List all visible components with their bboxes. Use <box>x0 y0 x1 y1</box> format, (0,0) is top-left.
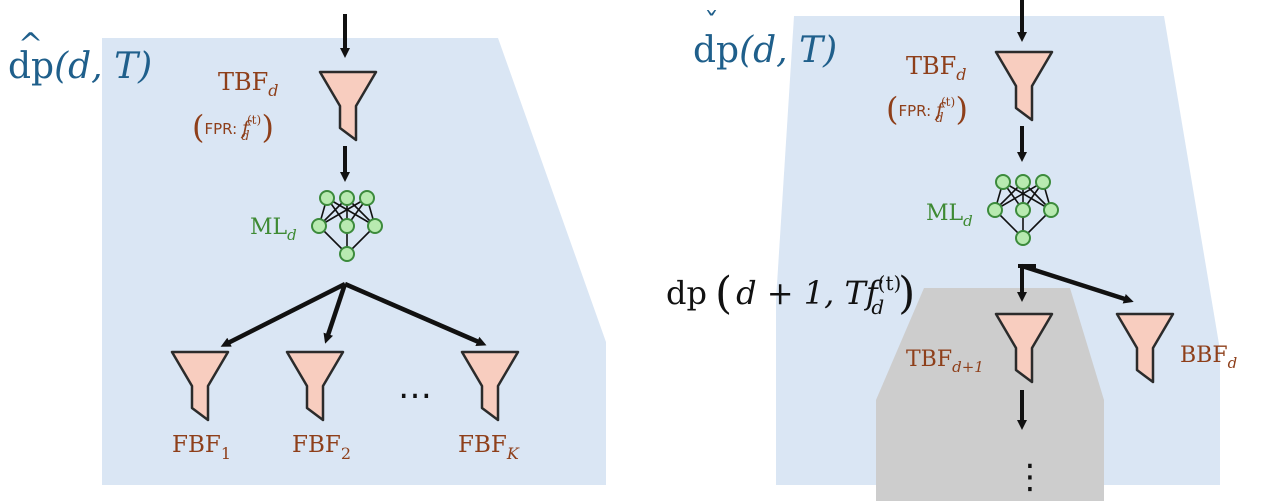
ml-to-fbfk-arrow <box>344 281 487 346</box>
fbfk-label: FBFK <box>458 432 520 463</box>
ellipsis-right: ⋮ <box>1013 457 1047 497</box>
tbf-label-right: TBFd <box>906 52 967 84</box>
bbf-label: BBFd <box>1180 343 1237 372</box>
right-panel <box>776 16 1220 485</box>
title-right-accent: ˇ <box>704 7 719 42</box>
ml-label-right: MLd <box>926 201 973 230</box>
ellipsis-left: … <box>398 367 432 407</box>
ml-to-fbf1-arrow <box>220 281 347 347</box>
gray-subpanel <box>876 288 1104 501</box>
ml-to-fbf2-arrow <box>323 283 348 344</box>
dp-next-label: dp(d + 1, Tf(t)d) <box>666 268 915 319</box>
ml-to-bbf-arrow <box>1021 263 1134 304</box>
fbf2-label: FBF2 <box>292 432 351 463</box>
title-right: dp(d, T) <box>693 30 837 71</box>
fpr-label-left: (FPR: f(t)d) <box>192 108 274 146</box>
tbf-next-label: TBFd+1 <box>906 347 984 376</box>
title-left-accent: ^ <box>18 27 43 62</box>
ml-label-left: MLd <box>250 215 297 244</box>
title-left: dp(d, T) <box>8 46 152 87</box>
fpr-label-right: (FPR: f(t)d) <box>886 90 968 128</box>
fbf1-label: FBF1 <box>172 432 231 463</box>
tbf-label-left: TBFd <box>218 68 279 100</box>
